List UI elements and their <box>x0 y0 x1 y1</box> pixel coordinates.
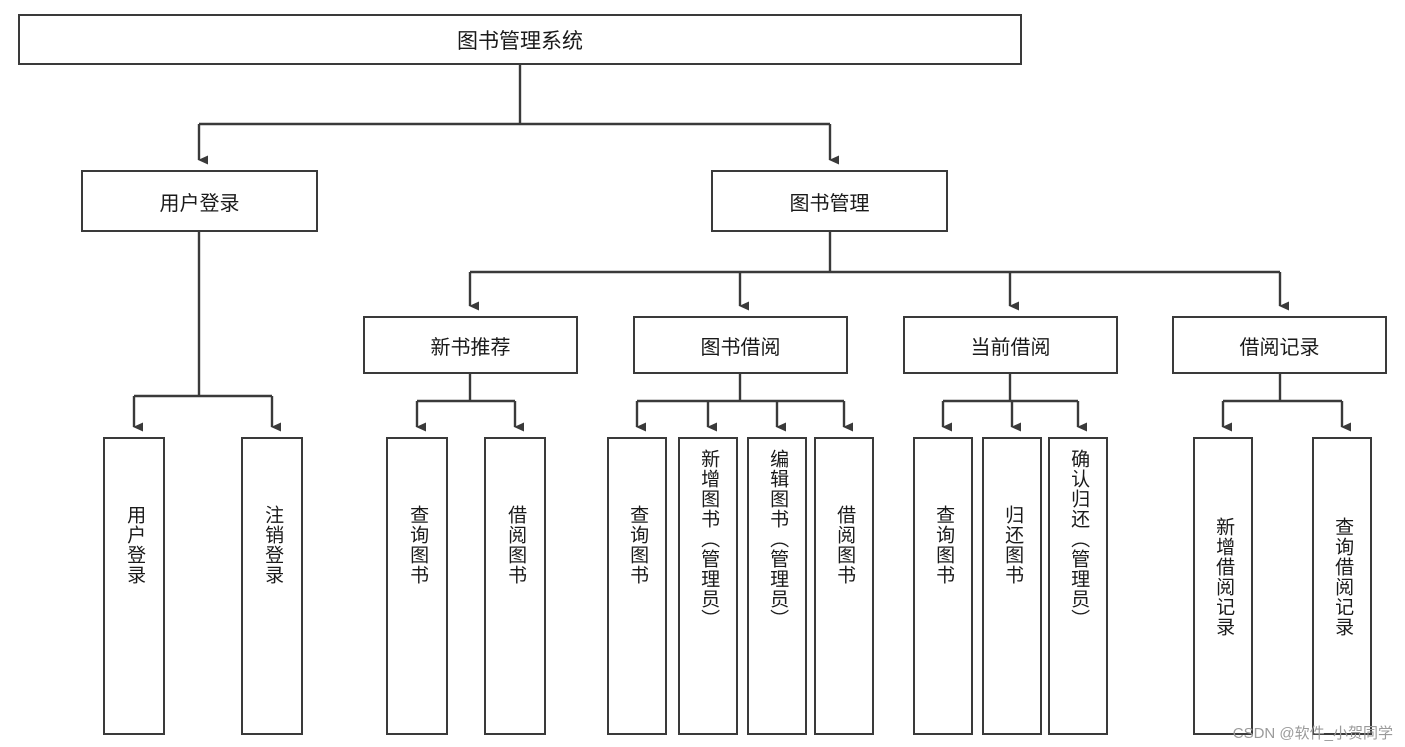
node-label: 查询借阅记录 <box>1332 517 1354 637</box>
node-label: 注销登录 <box>262 505 284 585</box>
node-label: 新增图书（管理员） <box>698 449 720 629</box>
leaf-confirm-return-admin[interactable]: 确认归还（管理员） <box>1048 437 1108 735</box>
leaf-query-borrow-record[interactable]: 查询借阅记录 <box>1312 437 1372 735</box>
leaf-query-book-recommend[interactable]: 查询图书 <box>386 437 448 735</box>
node-user-login[interactable]: 用户登录 <box>81 170 318 232</box>
node-label: 归还图书 <box>1002 505 1024 585</box>
node-new-book-recommend[interactable]: 新书推荐 <box>363 316 578 374</box>
node-label: 查询图书 <box>933 505 955 585</box>
leaf-edit-book-admin[interactable]: 编辑图书（管理员） <box>747 437 807 735</box>
node-current-borrow[interactable]: 当前借阅 <box>903 316 1118 374</box>
node-label: 借阅记录 <box>1239 336 1320 359</box>
node-label: 新书推荐 <box>430 336 511 359</box>
leaf-query-book-current[interactable]: 查询图书 <box>913 437 973 735</box>
node-label: 借阅图书 <box>834 505 856 585</box>
leaf-add-borrow-record[interactable]: 新增借阅记录 <box>1193 437 1253 735</box>
node-label: 确认归还（管理员） <box>1068 449 1090 629</box>
node-label: 图书管理 <box>789 192 870 215</box>
node-label: 查询图书 <box>407 505 429 585</box>
node-label: 借阅图书 <box>505 505 527 585</box>
leaf-query-book-borrow[interactable]: 查询图书 <box>607 437 667 735</box>
node-book-manage[interactable]: 图书管理 <box>711 170 948 232</box>
leaf-borrow-book[interactable]: 借阅图书 <box>814 437 874 735</box>
leaf-user-logout[interactable]: 注销登录 <box>241 437 303 735</box>
node-label: 图书借阅 <box>700 336 781 359</box>
leaf-return-book[interactable]: 归还图书 <box>982 437 1042 735</box>
node-label: 当前借阅 <box>970 336 1051 359</box>
node-label: 用户登录 <box>159 192 240 215</box>
node-root-system[interactable]: 图书管理系统 <box>18 14 1022 65</box>
node-label: 新增借阅记录 <box>1213 517 1235 637</box>
node-label: 用户登录 <box>124 505 146 585</box>
node-label: 编辑图书（管理员） <box>767 449 789 629</box>
watermark-text: CSDN @软件_小贺同学 <box>1232 725 1393 742</box>
node-book-borrow[interactable]: 图书借阅 <box>633 316 848 374</box>
leaf-user-login[interactable]: 用户登录 <box>103 437 165 735</box>
node-label: 查询图书 <box>627 505 649 585</box>
leaf-add-book-admin[interactable]: 新增图书（管理员） <box>678 437 738 735</box>
node-label: 图书管理系统 <box>457 29 583 53</box>
node-borrow-record[interactable]: 借阅记录 <box>1172 316 1387 374</box>
leaf-borrow-book-recommend[interactable]: 借阅图书 <box>484 437 546 735</box>
